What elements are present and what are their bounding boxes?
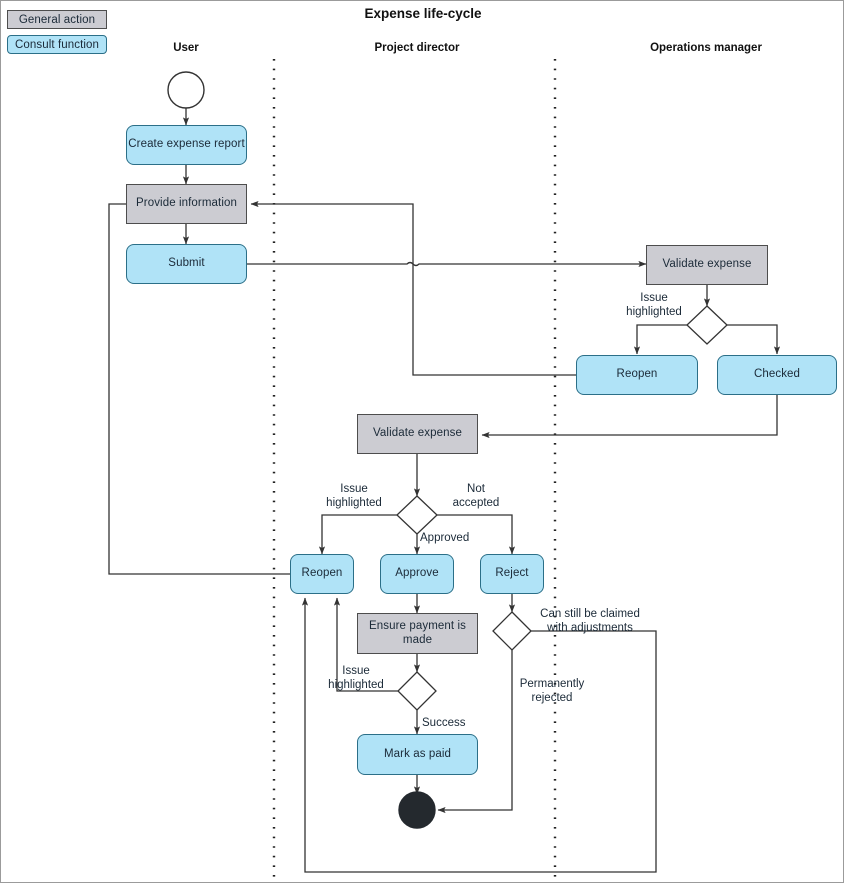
node-reject[interactable]: Reject	[480, 554, 544, 594]
node-validate-expense-project-director[interactable]: Validate expense	[357, 414, 478, 454]
decision-ops	[686, 305, 728, 345]
edge-label-not-accepted: Not accepted	[452, 483, 500, 510]
edge-label-permanently-rejected: Permanently rejected	[519, 678, 585, 705]
node-provide-information[interactable]: Provide information	[126, 184, 247, 224]
lane-header-operations-manager: Operations manager	[650, 42, 762, 54]
node-ensure-payment-is-made[interactable]: Ensure payment is made	[357, 613, 478, 654]
node-reopen-operations[interactable]: Reopen	[576, 355, 698, 395]
node-checked[interactable]: Checked	[717, 355, 837, 395]
node-approve[interactable]: Approve	[380, 554, 454, 594]
end-node	[398, 791, 436, 829]
diagram-title: Expense life-cycle	[364, 6, 482, 21]
edge-label-success: Success	[422, 717, 466, 729]
node-validate-expense-operations[interactable]: Validate expense	[646, 245, 768, 285]
legend-consult-function: Consult function	[7, 35, 107, 54]
node-create-expense-report[interactable]: Create expense report	[126, 125, 247, 165]
node-reopen-project-director[interactable]: Reopen	[290, 554, 354, 594]
decision-payment	[397, 671, 437, 711]
edge-label-issue-highlighted-project-director: Issue highlighted	[326, 483, 382, 510]
legend-general-action: General action	[7, 10, 107, 29]
node-submit[interactable]: Submit	[126, 244, 247, 284]
edge-label-can-still-be-claimed: Can still be claimed with adjustments	[540, 608, 640, 635]
edge-label-approved: Approved	[420, 532, 470, 544]
decision-pd	[396, 495, 438, 535]
edge-label-issue-highlighted-payment: Issue highlighted	[328, 665, 384, 692]
node-mark-as-paid[interactable]: Mark as paid	[357, 734, 478, 775]
lane-header-user: User	[173, 42, 199, 54]
decision-reject	[492, 611, 532, 651]
lane-header-project-director: Project director	[374, 42, 460, 54]
start-node	[167, 71, 205, 109]
edge-label-issue-highlighted-operations: Issue highlighted	[626, 292, 682, 319]
